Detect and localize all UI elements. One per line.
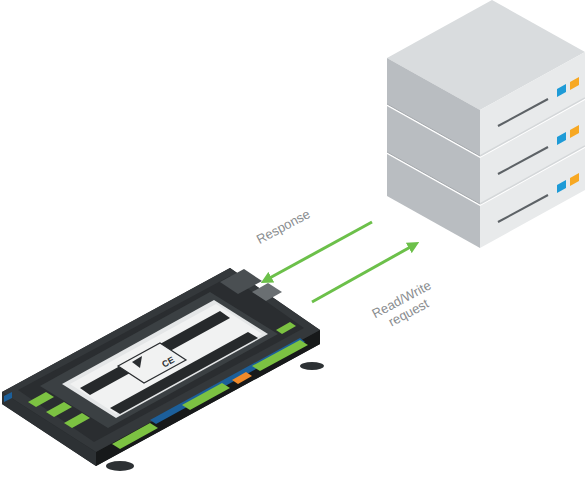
- server-stack: [387, 0, 585, 248]
- arrow-label: Response: [254, 206, 313, 247]
- controller-board: [2, 268, 324, 471]
- arrow-label: Read/Write request: [363, 274, 448, 338]
